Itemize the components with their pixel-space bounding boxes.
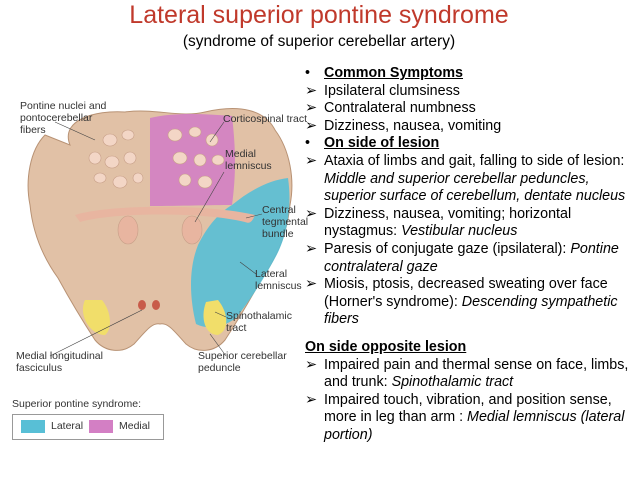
slide-subtitle: (syndrome of superior cerebellar artery) [182, 33, 456, 50]
lateral-region [191, 178, 290, 328]
symptom-location: Medial lemniscus (lateral portion) [324, 409, 625, 443]
symptom-location: Middle and superior cerebellar peduncles… [324, 170, 626, 205]
list-item: ➢Ipsilateral clumsiness [305, 82, 460, 99]
symptom-text: Impaired pain and thermal sense on face,… [324, 356, 629, 391]
slide-title: Lateral superior pontine syndrome [129, 1, 509, 29]
list-item: •Common Symptoms [305, 65, 464, 81]
symptom-list: •Common Symptoms ➢Ipsilateral clumsiness… [305, 65, 635, 444]
legend-lateral-label: Lateral [51, 420, 84, 432]
symptom-text: Impaired touch, vibration, and position … [324, 391, 612, 426]
list-item: ➢Ataxia of limbs and gait, falling to si… [305, 152, 626, 205]
list-item: ➢Miosis, ptosis, decreased sweating over… [305, 276, 618, 328]
symptom-location: Descending sympathetic fibers [324, 293, 618, 328]
list-item: ➢Dizziness, nausea, vomiting; horizontal… [305, 205, 572, 240]
symptom-text: Miosis, ptosis, decreased sweating over … [324, 276, 608, 310]
medial-lemniscus [117, 215, 203, 245]
same-side-heading: On side of lesion [324, 135, 440, 152]
list-item: ➢Paresis of conjugate gaze (ipsilateral)… [305, 240, 619, 275]
symptom-location: Pontine contralateral gaze [324, 240, 619, 275]
legend: Lateral Medial [12, 414, 164, 440]
list-item: ➢Impaired pain and thermal sense on face… [305, 356, 629, 391]
label-medial-lemniscus: Medial lemniscus [225, 148, 272, 172]
list-item: ➢Dizziness, nausea, vomiting [305, 117, 502, 134]
central-tegmental-band [75, 206, 255, 223]
symptom-location: Spinothalamic tract [391, 374, 514, 391]
symptom-text: Paresis of conjugate gaze (ipsilateral): [324, 240, 571, 257]
symptom-text: Dizziness, nausea, vomiting; horizontal … [324, 205, 572, 240]
list-item: ➢Impaired touch, vibration, and position… [305, 391, 625, 443]
symptom-text: Contralateral numbness [324, 100, 476, 117]
legend-lateral-swatch [21, 420, 45, 433]
label-corticospinal: Corticospinal tract [223, 113, 308, 125]
label-lateral-lemniscus: Lateral lemniscus [255, 268, 302, 292]
label-mlf: Medial longitudinal fasciculus [16, 350, 103, 374]
spinothalamic-tract [82, 300, 227, 335]
symptom-text: Ipsilateral clumsiness [324, 82, 460, 99]
leader-lines [49, 121, 263, 357]
legend-title: Superior pontine syndrome: [12, 398, 141, 410]
legend-medial-label: Medial [119, 420, 150, 432]
symptom-location: Vestibular nucleus [401, 223, 518, 240]
pons-cross-section-figure [27, 108, 293, 357]
label-sup-cerebellar-peduncle: Superior cerebellar peduncle [198, 350, 287, 374]
symptom-text: Ataxia of limbs and gait, falling to sid… [324, 152, 625, 169]
common-symptoms-heading: Common Symptoms [324, 65, 464, 81]
opposite-side-heading: On side opposite lesion [305, 338, 467, 355]
opposite-side-heading-row: On side opposite lesion [305, 339, 635, 357]
pontine-nuclei [88, 126, 225, 189]
legend-medial-swatch [89, 420, 113, 433]
list-item: ➢Contralateral numbness [305, 100, 476, 117]
mlf [138, 300, 160, 310]
label-central-tegmental: Central tegmental bundle [262, 204, 309, 240]
list-item: •On side of lesion [305, 135, 440, 152]
symptom-text: Dizziness, nausea, vomiting [324, 117, 502, 134]
label-spinothalamic: Spinothalamic tract [226, 310, 292, 334]
label-pontine-nuclei: Pontine nuclei and pontocerebellar fiber… [20, 100, 107, 136]
